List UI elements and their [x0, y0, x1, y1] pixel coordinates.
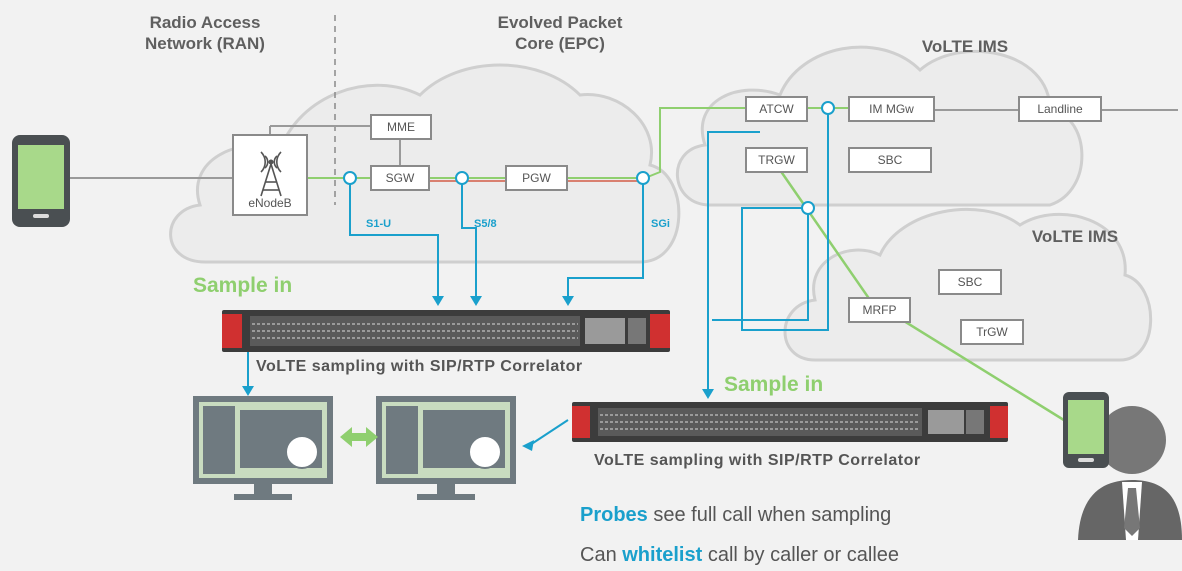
note-probes-text: see full call when sampling: [647, 504, 892, 526]
antenna-tower-icon: [260, 151, 282, 197]
note-probes: Probes see full call when sampling: [580, 504, 891, 527]
sample-in-label-left: Sample in: [193, 274, 293, 297]
sgw-node: SGW: [370, 165, 430, 191]
im-mgw-node: IM MGw: [848, 96, 935, 122]
sample-in-label-right: Sample in: [724, 373, 824, 396]
sbc-node-lower: SBC: [938, 269, 1002, 295]
tap-points: [343, 101, 835, 215]
pgw-node: PGW: [505, 165, 568, 191]
double-arrow-icon: [340, 427, 378, 447]
trgw-node-lower: TrGW: [960, 319, 1024, 345]
monitor-icon-right: [376, 396, 516, 500]
sgi-label: SGi: [651, 218, 670, 230]
s58-label: S5/8: [474, 218, 497, 230]
note-whitelist-text: call by caller or callee: [702, 544, 900, 566]
trgw-node-upper: TRGW: [745, 147, 808, 173]
ims-header-lower: VoLTE IMS: [1031, 227, 1119, 246]
s1u-label: S1-U: [366, 218, 392, 230]
landline-node: Landline: [1018, 96, 1102, 122]
user-person-icon: [1063, 392, 1182, 540]
probe-caption-left: VoLTE sampling with SIP/RTP Correlator: [256, 358, 583, 375]
mme-node: MME: [370, 114, 432, 140]
note-whitelist-prefix: Can: [580, 544, 623, 566]
sbc-node-upper: SBC: [848, 147, 932, 173]
note-whitelist: Can whitelist call by caller or callee: [580, 544, 899, 567]
mobile-phone-icon: [12, 135, 70, 227]
ims-header-upper: VoLTE IMS: [921, 37, 1009, 56]
tap-lines: [247, 108, 829, 446]
probe-caption-right: VoLTE sampling with SIP/RTP Correlator: [594, 452, 921, 469]
epc-header: Evolved Packet Core (EPC): [497, 13, 623, 53]
tap-arrowheads: [242, 296, 714, 451]
mrfp-node: MRFP: [848, 297, 911, 323]
note-probes-highlight: Probes: [580, 504, 648, 526]
probe-device-right: [572, 402, 1008, 442]
gray-links: [70, 109, 1178, 179]
probe-device-left: [222, 310, 670, 352]
note-whitelist-highlight: whitelist: [622, 544, 703, 566]
ran-header: Radio Access Network (RAN): [145, 13, 265, 53]
ims-cloud-upper: [676, 45, 1084, 207]
monitor-icon-left: [193, 396, 333, 500]
enodeb-label: eNodeB: [248, 196, 292, 210]
enodeb-node: eNodeB: [232, 134, 308, 216]
atcw-node: ATCW: [745, 96, 808, 122]
